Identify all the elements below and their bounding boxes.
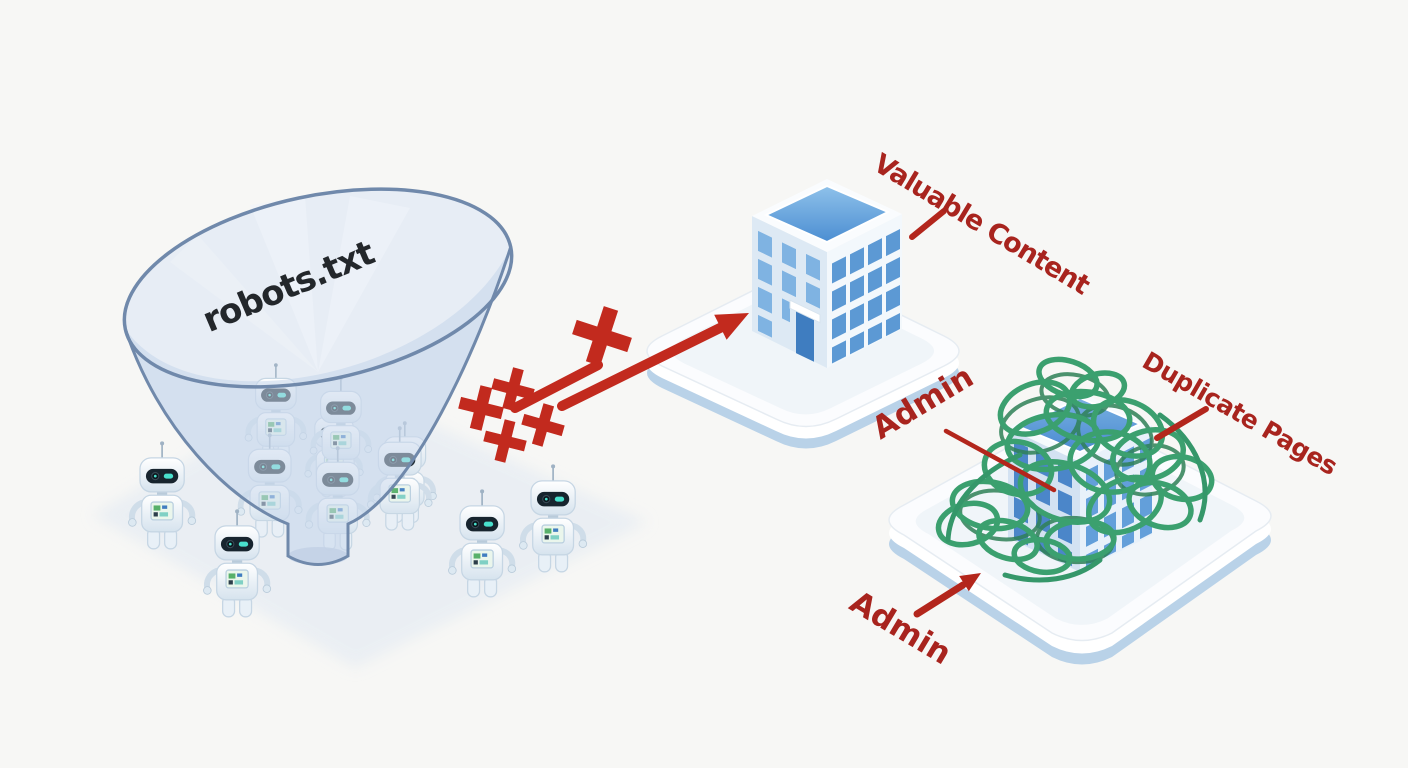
admin-arrow-icon <box>913 573 981 618</box>
valuable-content-pointer-line <box>909 208 947 240</box>
funnel-glass <box>122 187 514 566</box>
tangle-scribble-icon <box>935 356 1215 583</box>
block-cross-icon <box>572 306 632 366</box>
block-cross-icon <box>483 419 527 463</box>
admin-pointer-line <box>943 428 1057 493</box>
building-windows-right <box>832 229 900 364</box>
block-cross-icon <box>458 385 504 431</box>
valuable-building-icon <box>752 179 902 368</box>
building-windows-left <box>758 230 821 362</box>
duplicate-pages-pointer-line <box>1154 406 1209 441</box>
red-markers <box>458 208 1209 618</box>
block-cross-icon <box>491 367 535 411</box>
crawl-allow-arrow-icon <box>510 313 749 413</box>
block-cross-icon <box>521 403 565 447</box>
